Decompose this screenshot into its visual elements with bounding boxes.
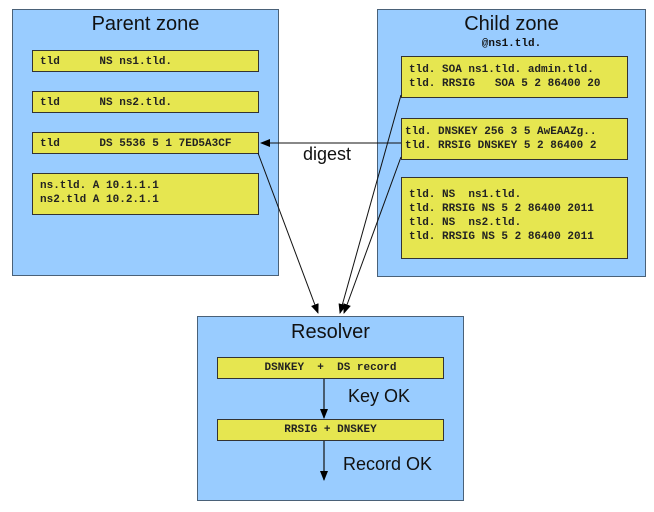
digest-label: digest bbox=[303, 144, 352, 164]
resolver-box: Resolver bbox=[197, 316, 464, 501]
child-record-ns: tld. NS ns1.tld. tld. RRSIG NS 5 2 86400… bbox=[401, 177, 628, 259]
key-ok-label: Key OK bbox=[348, 386, 411, 406]
parent-record-glue: ns.tld. A 10.1.1.1 ns2.tld A 10.2.1.1 bbox=[32, 173, 259, 215]
child-zone-subtitle: @ns1.tld. bbox=[481, 38, 542, 50]
resolver-step-ds-check: DSNKEY + DS record bbox=[217, 357, 444, 379]
dnskey-to-resolver-arrow bbox=[343, 156, 402, 314]
child-zone-title: Child zone bbox=[464, 13, 559, 35]
parent-record-ds: tld DS 5536 5 1 7ED5A3CF bbox=[32, 132, 259, 154]
parent-zone-title: Parent zone bbox=[91, 13, 200, 35]
resolver-title: Resolver bbox=[291, 321, 370, 343]
parent-record-ns2: tld NS ns2.tld. bbox=[32, 91, 259, 113]
ds-to-resolver-arrow bbox=[257, 152, 319, 314]
child-record-soa: tld. SOA ns1.tld. admin.tld. tld. RRSIG … bbox=[401, 56, 628, 98]
soa-to-resolver-arrow bbox=[338, 94, 402, 314]
parent-record-ns1: tld NS ns1.tld. bbox=[32, 50, 259, 72]
record-ok-label: Record OK bbox=[343, 454, 433, 474]
child-record-dnskey: tld. DNSKEY 256 3 5 AwEAAZg.. tld. RRSIG… bbox=[401, 118, 628, 160]
resolver-step-rrsig-check: RRSIG + DNSKEY bbox=[217, 419, 444, 441]
